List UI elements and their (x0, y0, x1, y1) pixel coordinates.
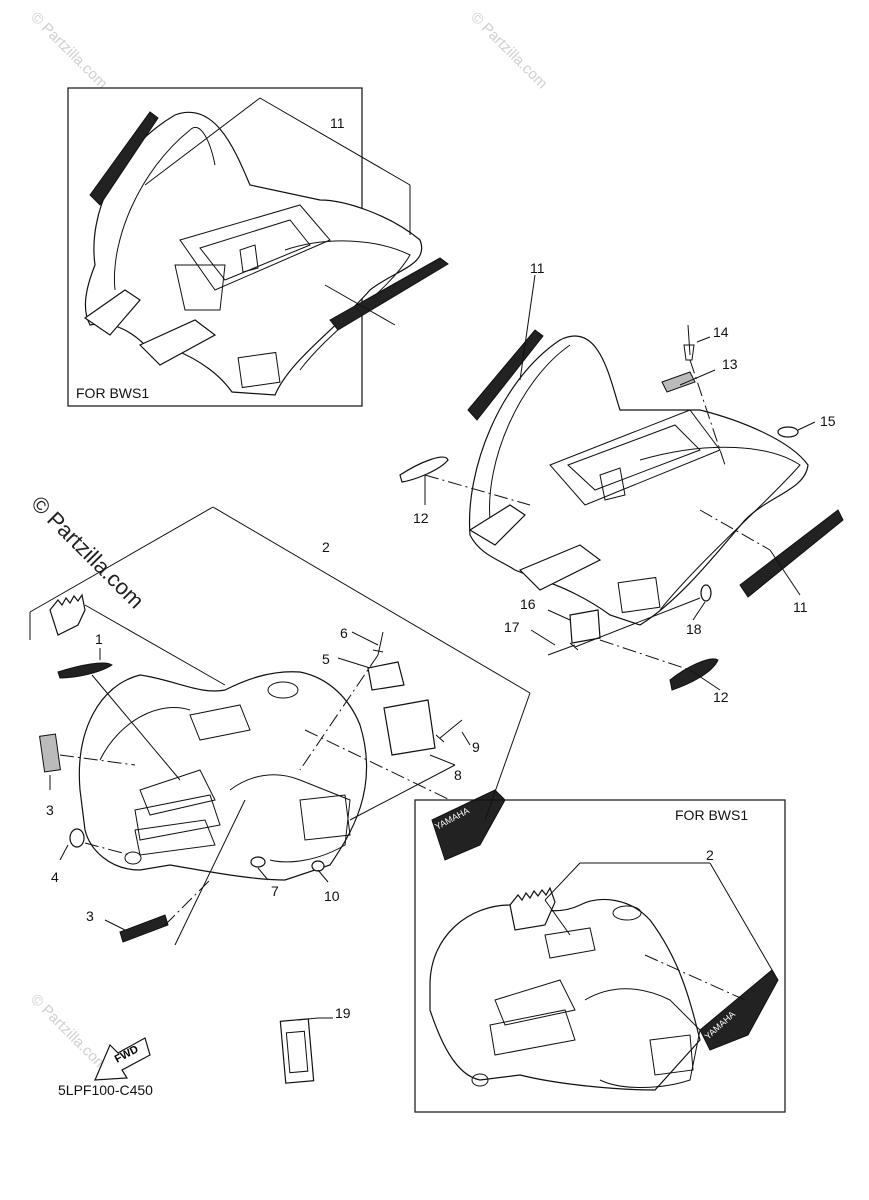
callout-17: 17 (504, 619, 520, 635)
callout-18: 18 (686, 621, 702, 637)
part-7-grommet (250, 856, 266, 868)
decal-3-bottom (119, 914, 169, 943)
callout-3-side: 3 (46, 802, 54, 818)
callout-12-rear-top: 12 (413, 510, 429, 526)
callout-12-rear-bottom: 12 (713, 689, 729, 705)
part-19-label (279, 1018, 315, 1084)
part-5-plate (367, 661, 405, 691)
decal-3-side (39, 733, 61, 773)
decal-yamaha-front (431, 789, 506, 861)
front-fender-group: YAMAHA 2 1 3 4 3 6 (29, 506, 531, 946)
callout-16: 16 (520, 596, 536, 612)
part-18-grommet (700, 584, 712, 602)
watermark-top-right: © Partzilla.com (467, 9, 550, 92)
callout-2-front: 2 (322, 539, 330, 555)
callout-1: 1 (95, 631, 103, 647)
decal-1 (57, 662, 113, 679)
decal-12-rear-top (399, 456, 449, 483)
decal-11-side-right (329, 257, 449, 331)
callout-7: 7 (271, 883, 279, 899)
callout-13: 13 (722, 356, 738, 372)
callout-11-rear-bottom: 11 (793, 599, 808, 615)
rear-fender-group: 11 12 14 13 15 11 16 17 18 12 (399, 260, 844, 705)
callout-19: 19 (335, 1005, 351, 1021)
inset-box-bottom-right: FOR BWS1 YAMAHA 2 (414, 799, 786, 1113)
callout-3-bottom: 3 (86, 908, 94, 924)
part-14-rivet (683, 324, 695, 361)
callout-11-rear-top: 11 (530, 260, 545, 276)
fwd-arrow (94, 1037, 151, 1081)
decal-serrated-inset (509, 886, 556, 931)
callout-9: 9 (472, 739, 480, 755)
decal-11-side-left (89, 111, 159, 206)
callout-8: 8 (454, 767, 462, 783)
callout-6: 6 (340, 625, 348, 641)
callout-15: 15 (820, 413, 836, 429)
decal-serrated-top (49, 593, 86, 636)
part-10-grommet (311, 860, 325, 872)
decal-yamaha-inset (699, 969, 779, 1051)
part-15-grommet (777, 426, 799, 438)
callout-5: 5 (322, 651, 330, 667)
legend-area: FWD 5LPF100-C450 19 (58, 1005, 351, 1098)
watermark-top-left: © Partzilla.com (27, 9, 110, 92)
part-4-reflector (69, 828, 85, 848)
diagram-code: 5LPF100-C450 (58, 1082, 153, 1098)
part-13-plate (661, 371, 696, 393)
callout-2-inset: 2 (706, 847, 714, 863)
callout-4: 4 (51, 869, 59, 885)
decal-11-rear-right (739, 509, 844, 598)
part-9-screw (435, 719, 463, 743)
watermark-bottom-left: © Partzilla.com (27, 991, 110, 1074)
watermark-main: © Partzilla.com (26, 491, 149, 614)
part-6-rivet (372, 631, 384, 656)
part-16-plate (569, 609, 601, 644)
callout-11-top: 11 (330, 115, 345, 131)
callout-14: 14 (713, 324, 729, 340)
inset-label-top: FOR BWS1 (76, 385, 149, 401)
inset-box-top-left: FOR BWS1 11 (67, 87, 449, 407)
callout-10: 10 (324, 888, 340, 904)
part-8-plate (383, 699, 436, 756)
inset-label-bottom: FOR BWS1 (675, 807, 748, 823)
decal-12-rear-bottom (669, 658, 719, 691)
part-17-screw (547, 642, 579, 656)
